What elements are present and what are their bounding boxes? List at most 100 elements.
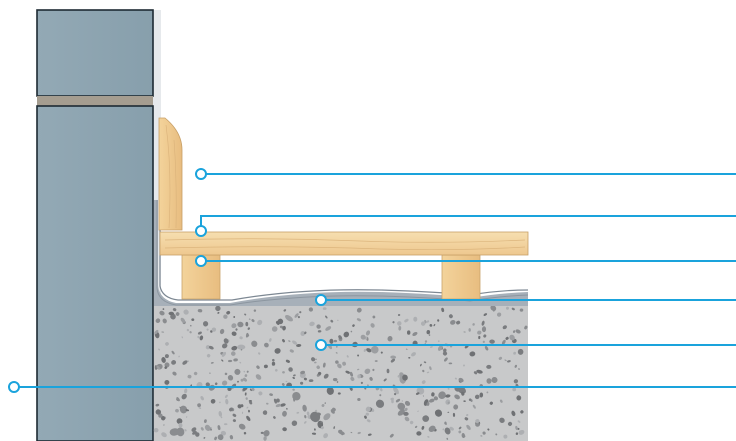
- aggregate-stone: [515, 432, 519, 435]
- aggregate-stone: [245, 397, 248, 400]
- aggregate-stone: [395, 398, 401, 403]
- aggregate-stone: [490, 305, 497, 312]
- aggregate-stone: [325, 326, 332, 331]
- aggregate-stone: [221, 380, 228, 386]
- aggregate-stone: [426, 371, 430, 374]
- aggregate-stone: [191, 427, 197, 432]
- aggregate-stone: [463, 400, 466, 403]
- aggregate-stone: [411, 352, 416, 357]
- aggregate-stone: [509, 334, 515, 341]
- aggregate-stone: [244, 313, 247, 316]
- aggregate-stone: [417, 410, 420, 412]
- aggregate-stone: [164, 379, 170, 385]
- aggregate-stone: [421, 380, 426, 384]
- aggregate-stone: [491, 377, 498, 383]
- aggregate-stone: [442, 351, 448, 356]
- aggregate-stone: [240, 349, 243, 351]
- aggregate-stone: [296, 343, 302, 348]
- aggregate-stone: [210, 428, 212, 431]
- aggregate-stone: [282, 410, 287, 417]
- aggregate-stone: [225, 398, 229, 405]
- aggregate-stone: [481, 326, 487, 333]
- aggregate-stone: [240, 378, 244, 382]
- aggregate-stone: [415, 392, 420, 395]
- aggregate-stone: [235, 328, 238, 331]
- aggregate-stone: [285, 314, 293, 322]
- aggregate-stone: [482, 340, 485, 343]
- aggregate-stone: [248, 318, 251, 321]
- callout-markers: [8, 168, 327, 393]
- aggregate-stone: [247, 327, 251, 330]
- aggregate-stone: [162, 308, 165, 311]
- aggregate-stone: [280, 403, 286, 407]
- aggregate-stone: [458, 430, 462, 434]
- aggregate-stone: [181, 336, 184, 339]
- timber-batten-right: [441, 254, 481, 300]
- aggregate-stone: [456, 320, 461, 325]
- aggregate-stone: [397, 409, 405, 416]
- aggregate-stone: [390, 355, 397, 359]
- aggregate-stone: [452, 412, 456, 417]
- aggregate-stone: [512, 330, 516, 333]
- aggregate-stone: [285, 380, 288, 383]
- aggregate-stone: [271, 326, 278, 332]
- aggregate-stone: [232, 413, 237, 417]
- aggregate-stone: [458, 426, 462, 430]
- aggregate-stone: [245, 321, 249, 327]
- aggregate-stone: [475, 422, 480, 427]
- aggregate-stone: [214, 436, 217, 441]
- aggregate-stone: [374, 360, 378, 362]
- aggregate-stone: [524, 325, 528, 330]
- aggregate-stone: [514, 364, 517, 368]
- aggregate-stone: [210, 362, 214, 364]
- aggregate-stone: [220, 416, 223, 419]
- aggregate-stone: [311, 357, 316, 362]
- aggregate-stone: [401, 400, 403, 402]
- aggregate-stone: [231, 323, 237, 329]
- wall-lower-block: [36, 105, 154, 441]
- aggregate-stone: [454, 394, 460, 400]
- aggregate-stone: [448, 314, 453, 319]
- aggregate-stone: [422, 395, 424, 397]
- aggregate-stone: [357, 368, 360, 371]
- aggregate-stone: [447, 401, 450, 404]
- aggregate-stone: [517, 420, 521, 423]
- aggregate-stone: [337, 319, 339, 321]
- aggregate-stone: [369, 376, 373, 381]
- aggregate-stone: [197, 331, 202, 335]
- aggregate-stone: [511, 307, 515, 311]
- aggregate-stone: [246, 415, 251, 422]
- aggregate-stone: [285, 359, 290, 363]
- aggregate-stone: [215, 305, 221, 312]
- aggregate-stone: [243, 377, 247, 382]
- aggregate-stone: [366, 419, 371, 423]
- aggregate-stone: [184, 388, 188, 394]
- aggregate-stone: [208, 345, 214, 350]
- aggregate-stone: [397, 375, 401, 378]
- aggregate-stone: [453, 404, 459, 410]
- aggregate-stone: [217, 434, 224, 441]
- aggregate-stone: [472, 404, 476, 409]
- aggregate-stone: [247, 409, 251, 413]
- aggregate-stone: [230, 351, 236, 356]
- aggregate-stone: [518, 429, 525, 435]
- aggregate-stone: [192, 430, 197, 435]
- aggregate-stone: [426, 330, 431, 335]
- aggregate-stone: [251, 319, 255, 323]
- aggregate-stone: [337, 392, 341, 395]
- aggregate-stone: [211, 327, 217, 332]
- aggregate-stone: [325, 315, 328, 319]
- aggregate-stone: [253, 309, 257, 312]
- aggregate-stone: [489, 401, 493, 405]
- aggregate-stone: [223, 314, 228, 319]
- aggregate-stone: [370, 323, 375, 328]
- aggregate-stone: [221, 343, 228, 349]
- aggregate-stone: [505, 306, 509, 310]
- aggregate-stone: [499, 417, 505, 423]
- leader-marker-icon: [315, 339, 327, 351]
- aggregate-stone: [397, 321, 402, 326]
- aggregate-stone: [302, 404, 307, 412]
- aggregate-stone: [206, 354, 211, 358]
- aggregate-stone: [387, 336, 393, 342]
- aggregate-stone: [308, 307, 314, 312]
